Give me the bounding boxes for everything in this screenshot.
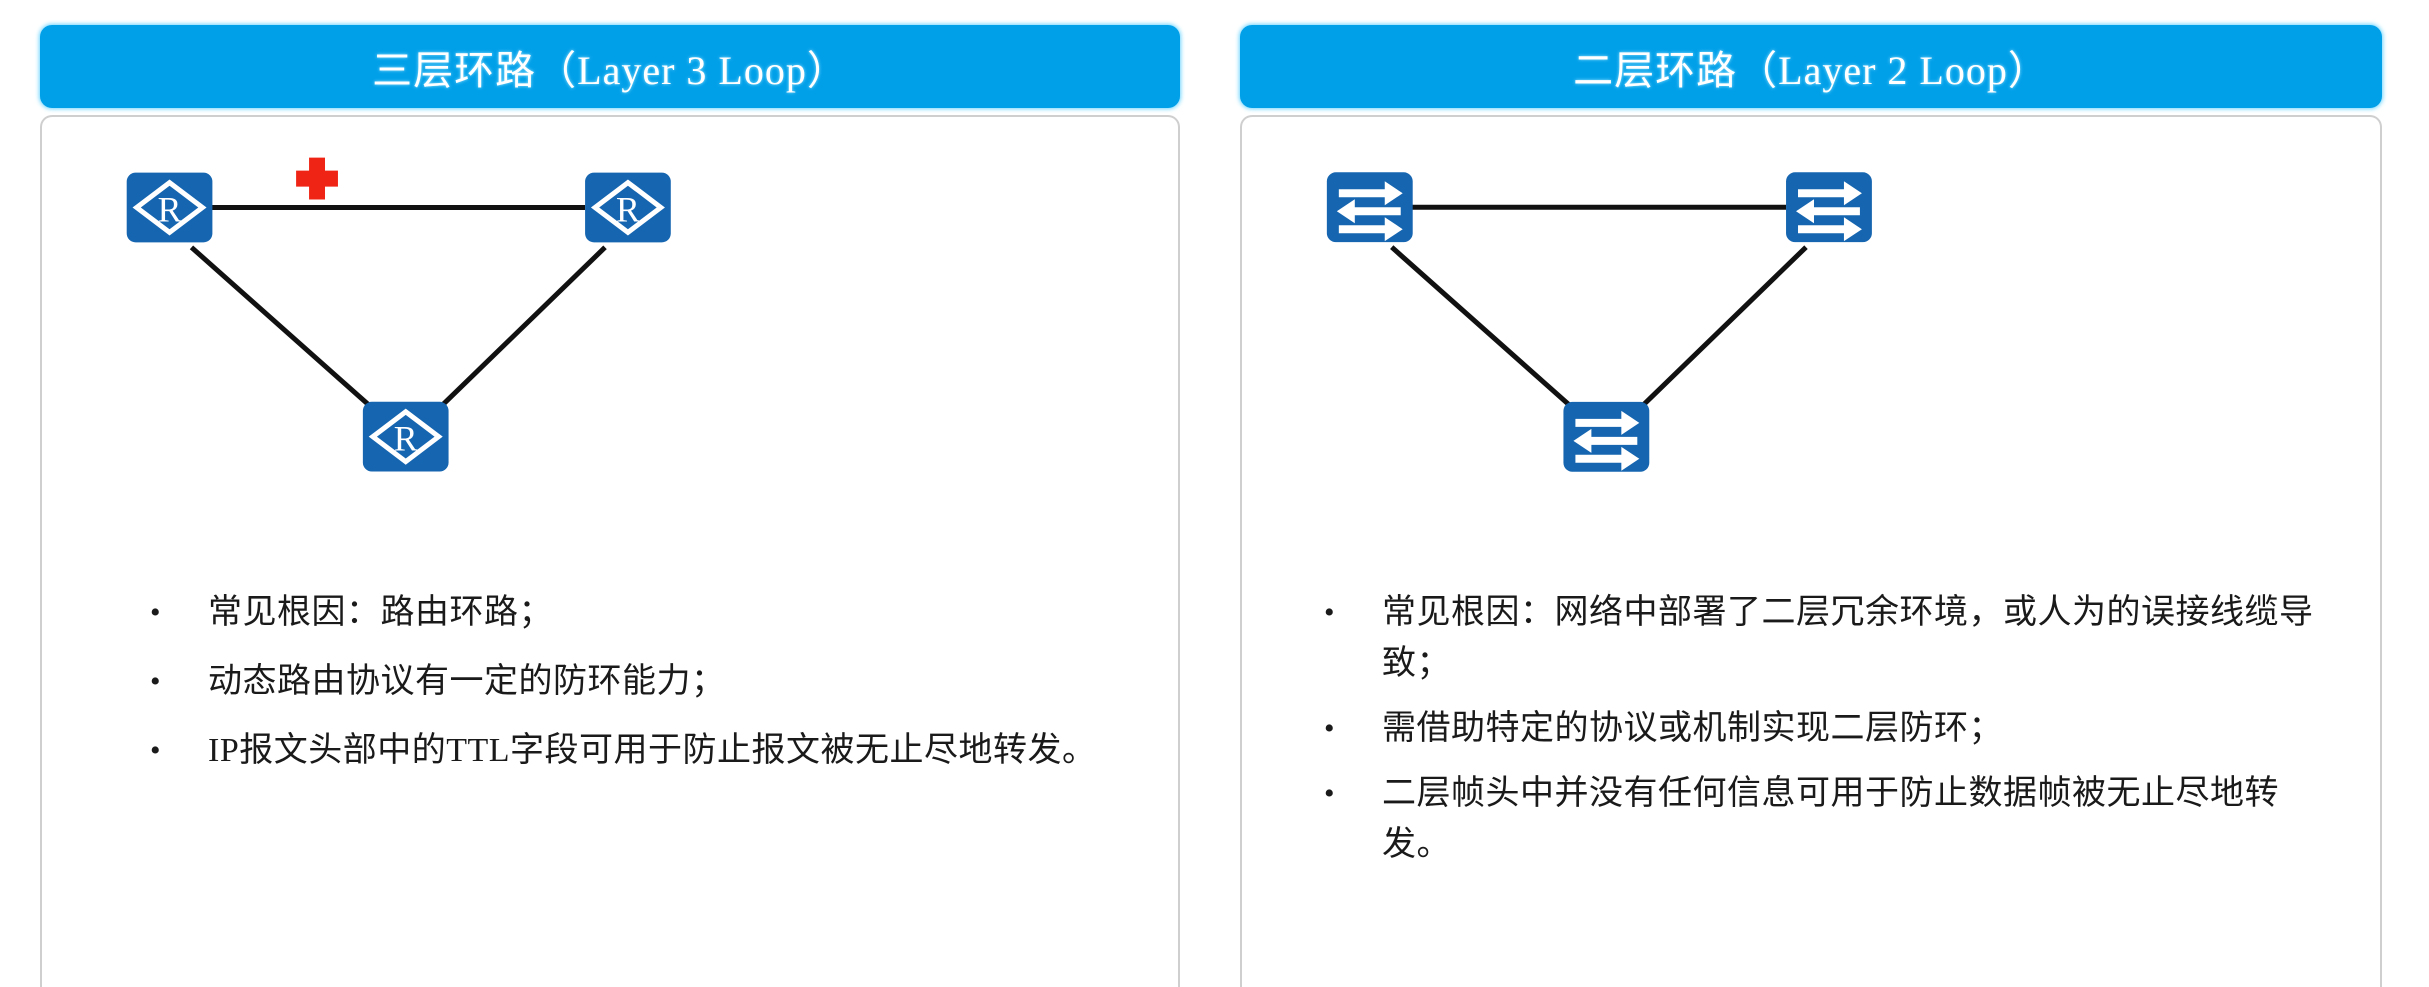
bullet-marker: • xyxy=(150,734,161,767)
panel-body-layer3: R R R xyxy=(40,115,1180,987)
bullet-text: IP报文头部中的TTL字段可用于防止报文被无止尽地转发。 xyxy=(208,732,1097,769)
node-switch-top-left[interactable] xyxy=(1326,172,1413,243)
bullet-marker: • xyxy=(150,596,161,629)
node-label-r: R xyxy=(394,419,418,459)
bullet-marker: • xyxy=(1324,712,1335,745)
node-switch-bottom[interactable] xyxy=(1563,401,1650,472)
topology-links-layer3 xyxy=(189,205,607,409)
switch-icon xyxy=(1326,172,1413,243)
list-item: • 需借助特定的协议或机制实现二层防环； xyxy=(1324,703,2340,754)
link-topleft-bottom xyxy=(1390,245,1574,409)
panel-layer2-loop: 二层环路（Layer 2 Loop） xyxy=(1215,0,2429,987)
link-topright-bottom xyxy=(438,245,607,409)
bullet-text: 常见根因：路由环路； xyxy=(208,594,553,631)
panel-body-layer2: • 常见根因：网络中部署了二层冗余环境，或人为的误接线缆导致； • 需借助特定的… xyxy=(1240,115,2382,987)
bullet-text: 动态路由协议有一定的防环能力； xyxy=(208,663,726,700)
panel-layer3-loop: 三层环路（Layer 3 Loop） xyxy=(0,0,1215,987)
topology-links-layer2 xyxy=(1390,204,1808,409)
panel-header-layer3: 三层环路（Layer 3 Loop） xyxy=(40,25,1180,108)
red-cross-marker xyxy=(296,157,338,200)
list-item: • 二层帧头中并没有任何信息可用于防止数据帧被无止尽地转发。 xyxy=(1324,768,2340,870)
bullet-text: 需借助特定的协议或机制实现二层防环； xyxy=(1382,710,2003,747)
list-item: • 动态路由协议有一定的防环能力； xyxy=(150,656,1118,707)
bullet-text: 二层帧头中并没有任何信息可用于防止数据帧被无止尽地转发。 xyxy=(1382,775,2279,863)
bullet-list-layer2: • 常见根因：网络中部署了二层冗余环境，或人为的误接线缆导致； • 需借助特定的… xyxy=(1242,587,2380,884)
node-router-top-left[interactable]: R xyxy=(126,172,213,243)
topology-diagram-layer2 xyxy=(1242,117,2380,577)
bullet-text: 常见根因：网络中部署了二层冗余环境，或人为的误接线缆导致； xyxy=(1382,594,2314,682)
bullet-marker: • xyxy=(1324,596,1335,629)
list-item: • 常见根因：路由环路； xyxy=(150,587,1118,638)
switch-icon xyxy=(1786,172,1872,243)
bullet-marker: • xyxy=(150,665,161,698)
link-topright-bottom xyxy=(1639,245,1808,409)
link-topleft-bottom xyxy=(189,245,373,409)
bullet-list-layer3: • 常见根因：路由环路； • 动态路由协议有一定的防环能力； • IP报文头部中… xyxy=(42,587,1178,794)
panel-title-layer3: 三层环路（Layer 3 Loop） xyxy=(372,47,848,93)
node-label-r: R xyxy=(616,189,640,229)
topology-diagram-layer3: R R R xyxy=(42,117,1178,577)
panel-header-layer2: 二层环路（Layer 2 Loop） xyxy=(1240,25,2382,108)
node-router-top-right[interactable]: R xyxy=(585,172,671,243)
panel-title-layer2: 二层环路（Layer 2 Loop） xyxy=(1573,47,2049,93)
list-item: • IP报文头部中的TTL字段可用于防止报文被无止尽地转发。 xyxy=(150,725,1118,776)
switch-icon xyxy=(1563,401,1650,472)
node-router-bottom[interactable]: R xyxy=(362,401,449,472)
list-item: • 常见根因：网络中部署了二层冗余环境，或人为的误接线缆导致； xyxy=(1324,587,2340,689)
node-switch-top-right[interactable] xyxy=(1786,172,1872,243)
bullet-marker: • xyxy=(1324,777,1335,810)
node-label-r: R xyxy=(158,189,182,229)
